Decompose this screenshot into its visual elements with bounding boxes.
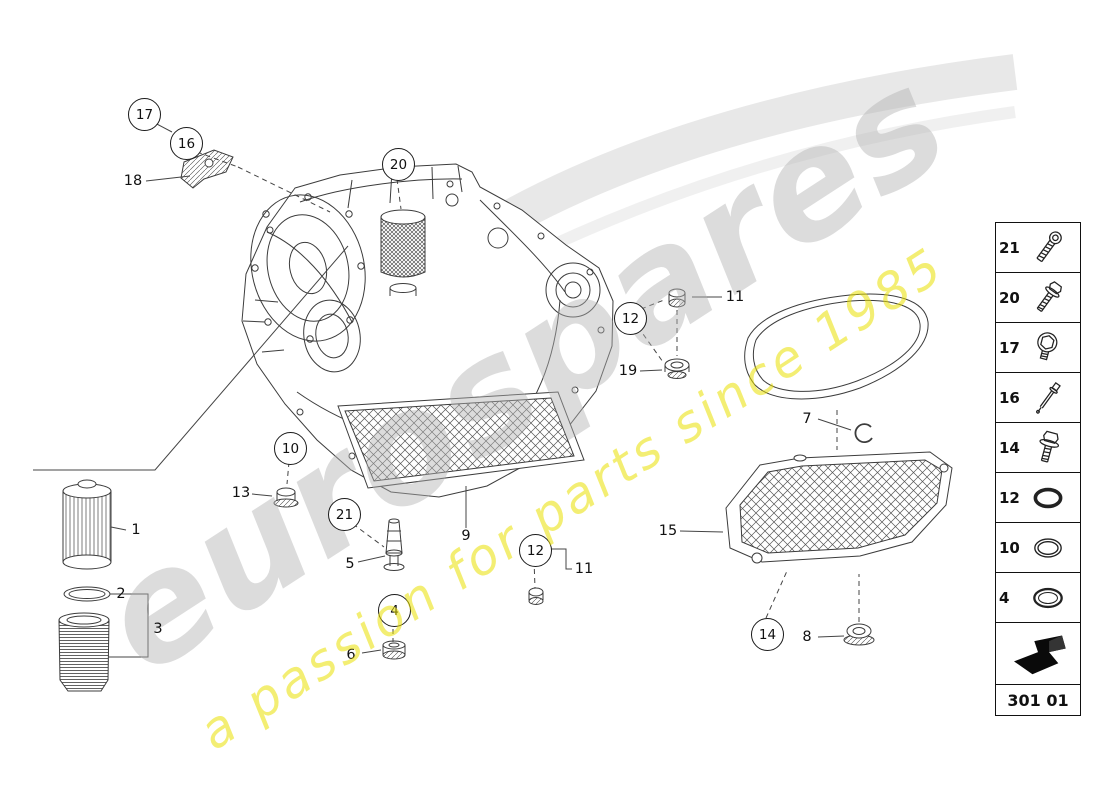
hex-bolt-washer-icon	[1039, 430, 1060, 463]
label-7[interactable]: 7	[802, 411, 812, 427]
diagram-code-box: 301 01	[995, 622, 1081, 716]
oil-strainer-drawing	[725, 451, 953, 564]
arrow-icon	[1014, 635, 1066, 674]
label-11-upper[interactable]: 11	[725, 289, 745, 305]
callout-12-lower[interactable]: 12	[519, 534, 552, 567]
sidebar-part-20[interactable]: 20	[996, 273, 1080, 323]
o-ring-icon	[1033, 487, 1063, 508]
sidebar-part-14[interactable]: 14	[996, 423, 1080, 473]
sidebar-part-12[interactable]: 12	[996, 473, 1080, 523]
diagram-code: 301 01	[1007, 690, 1069, 710]
oil-filter-parts	[58, 479, 112, 692]
gearbox-drawing	[180, 149, 614, 498]
parts-sidebar: 21 20 17	[995, 222, 1081, 623]
callout-4[interactable]: 4	[378, 594, 411, 627]
label-6[interactable]: 6	[346, 647, 356, 663]
gasket-drawing	[744, 293, 929, 400]
temperature-sensor-icon	[1036, 381, 1061, 414]
flange-bolt-icon	[1036, 280, 1062, 312]
callout-14[interactable]: 14	[751, 618, 784, 651]
sidebar-part-10[interactable]: 10	[996, 523, 1080, 573]
callout-10[interactable]: 10	[274, 432, 307, 465]
small-parts	[273, 288, 875, 660]
label-19[interactable]: 19	[618, 363, 638, 379]
sidebar-part-17[interactable]: 17	[996, 323, 1080, 373]
sidebar-part-16[interactable]: 16	[996, 373, 1080, 423]
sealing-ring-icon	[1033, 587, 1063, 608]
callout-17[interactable]: 17	[128, 98, 161, 131]
label-3[interactable]: 3	[153, 621, 163, 637]
label-9[interactable]: 9	[461, 528, 471, 544]
socket-head-bolt-icon	[1036, 230, 1062, 262]
diagram-nav-arrow[interactable]	[996, 623, 1080, 685]
label-5[interactable]: 5	[345, 556, 355, 572]
callout-20[interactable]: 20	[382, 148, 415, 181]
label-11-lower[interactable]: 11	[574, 561, 594, 577]
sidebar-part-21[interactable]: 21	[996, 223, 1080, 273]
label-2[interactable]: 2	[116, 586, 126, 602]
label-18[interactable]: 18	[123, 173, 143, 189]
label-13[interactable]: 13	[231, 485, 251, 501]
callout-12-upper[interactable]: 12	[614, 302, 647, 335]
oil-drain-plug-icon	[1037, 331, 1058, 360]
sidebar-part-4[interactable]: 4	[996, 573, 1080, 622]
callout-16[interactable]: 16	[170, 127, 203, 160]
label-1[interactable]: 1	[131, 522, 141, 538]
o-ring-icon	[1034, 537, 1062, 558]
leader-lines	[33, 121, 860, 658]
filter-housing-part	[58, 619, 110, 692]
label-8[interactable]: 8	[802, 629, 812, 645]
label-15[interactable]: 15	[658, 523, 678, 539]
callout-21[interactable]: 21	[328, 498, 361, 531]
